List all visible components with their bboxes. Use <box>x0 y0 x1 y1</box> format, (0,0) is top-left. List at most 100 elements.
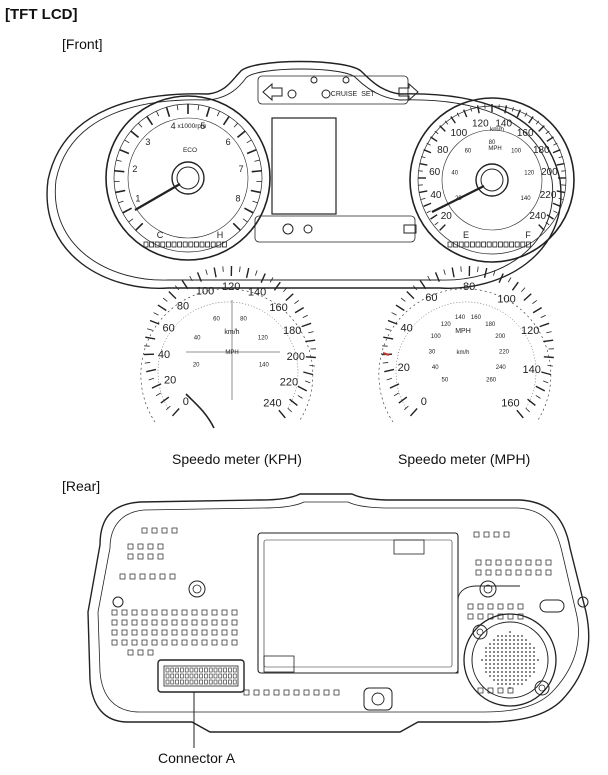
speaker-grille-dot <box>489 663 491 665</box>
speaker-grille-dot <box>505 663 507 665</box>
tachometer-tick <box>155 110 160 117</box>
speaker-grille-dot <box>489 655 491 657</box>
temperature-gauge-segment <box>165 241 171 248</box>
kph-meter-tick <box>287 407 292 413</box>
connector-pin <box>232 667 237 673</box>
mph-meter-tick <box>498 273 504 283</box>
connector-a <box>157 659 245 693</box>
cluster-speedometer-tick <box>434 221 439 226</box>
connector-pin <box>228 667 232 673</box>
speaker-grille-dot <box>521 643 523 645</box>
speaker-grille-dot <box>529 659 531 661</box>
kph-meter <box>140 288 314 429</box>
speaker-grille-dot <box>497 679 499 681</box>
connector-pin <box>218 673 223 679</box>
speaker-grille-dot <box>509 635 511 637</box>
vent-hole <box>131 609 138 616</box>
kph-meter-tick <box>171 408 180 417</box>
vent-hole <box>517 613 524 620</box>
vent-hole <box>121 609 128 616</box>
vent-hole <box>191 639 198 646</box>
mph-meter-number: 140 <box>522 364 540 376</box>
speaker-grille-dot <box>489 647 491 649</box>
mph-meter-tick <box>400 297 406 302</box>
vent-hole <box>151 619 158 626</box>
speaker-grille-dot <box>501 683 503 685</box>
speaker-grille-dot <box>533 671 535 673</box>
speaker-grille-dot <box>513 651 515 653</box>
speaker-grille-dot <box>517 639 519 641</box>
left-turn-signal-icon <box>262 82 283 102</box>
fuel-empty-label: E <box>463 230 469 240</box>
kph-meter-tick <box>147 328 153 331</box>
vent-hole <box>111 639 118 646</box>
speaker-grille-dot <box>505 655 507 657</box>
speaker-grille-dot <box>485 647 487 649</box>
fuel-gauge-segment <box>458 241 464 248</box>
vent-hole <box>263 689 270 696</box>
temp-cold-label: C <box>157 230 164 240</box>
temperature-gauge-segment <box>188 241 194 248</box>
mph-meter-number: 80 <box>463 281 475 293</box>
tachometer-tick <box>114 169 125 173</box>
cluster-speedometer-tick <box>546 214 554 220</box>
connector-pin <box>199 673 203 679</box>
speaker-grille-dot <box>525 659 527 661</box>
cluster-speedometer-tick <box>476 105 480 114</box>
cluster-speedometer-tick <box>470 107 473 112</box>
speaker-grille-dot <box>521 655 523 657</box>
kph-meter-tick <box>269 277 274 283</box>
speaker-grille-dot <box>497 683 499 685</box>
mph-meter-tick <box>483 267 488 278</box>
cluster-mph-unit: MPH <box>488 146 501 152</box>
cluster-speedometer-tick <box>552 202 561 207</box>
connector-pin <box>170 679 175 685</box>
kph-meter-tick <box>189 275 193 282</box>
tachometer-tick <box>119 148 130 155</box>
vent-hole <box>525 569 532 576</box>
tachometer-tick <box>176 104 179 111</box>
mph-meter-tick <box>511 281 519 291</box>
speaker-grille-dot <box>493 667 495 669</box>
connector-pin <box>213 667 218 673</box>
vent-hole <box>477 613 484 620</box>
kph-meter-tick <box>196 272 202 282</box>
cluster-speedometer-tick <box>528 116 534 124</box>
cluster-speedometer-tick <box>423 202 432 207</box>
speaker-grille-dot <box>493 643 495 645</box>
connector-pin <box>223 673 227 679</box>
tachometer-tick <box>205 106 211 117</box>
vent-hole <box>147 543 154 550</box>
temperature-gauge-segment <box>193 241 199 248</box>
speaker-grille-dot <box>513 671 515 673</box>
kph-meter-tick <box>297 385 308 392</box>
kph-meter-number: 160 <box>269 302 287 314</box>
mph-meter-tick <box>532 300 538 305</box>
vent-hole <box>253 689 260 696</box>
lcd-display <box>271 117 337 215</box>
kph-meter-number: 80 <box>177 300 189 312</box>
tachometer-tick <box>244 207 254 214</box>
speaker-grille-dot <box>517 679 519 681</box>
tachometer-number: 1 <box>135 193 140 203</box>
mph-meter-tick <box>492 270 496 276</box>
cluster-speedometer-tick <box>558 156 563 159</box>
kph-meter-tick <box>305 339 316 343</box>
vent-hole <box>139 573 146 580</box>
connector-pin <box>165 673 170 679</box>
speaker-grille-dot <box>517 659 519 661</box>
cluster-speedometer-tick <box>421 197 426 200</box>
mph-meter-tick <box>395 304 405 312</box>
kph-meter-number: 0 <box>183 396 189 408</box>
vent-hole <box>111 619 118 626</box>
connector-pin <box>204 679 208 685</box>
vent-hole <box>477 603 484 610</box>
vent-hole <box>545 569 552 576</box>
vent-hole <box>505 559 512 566</box>
tachometer-tick <box>250 189 261 194</box>
cluster-speedometer-tick <box>516 109 521 118</box>
speaker-grille-dot <box>509 675 511 677</box>
temperature-gauge-segment <box>171 241 177 248</box>
kph-meter-tick <box>305 356 316 359</box>
speaker-grille-dot <box>513 683 515 685</box>
